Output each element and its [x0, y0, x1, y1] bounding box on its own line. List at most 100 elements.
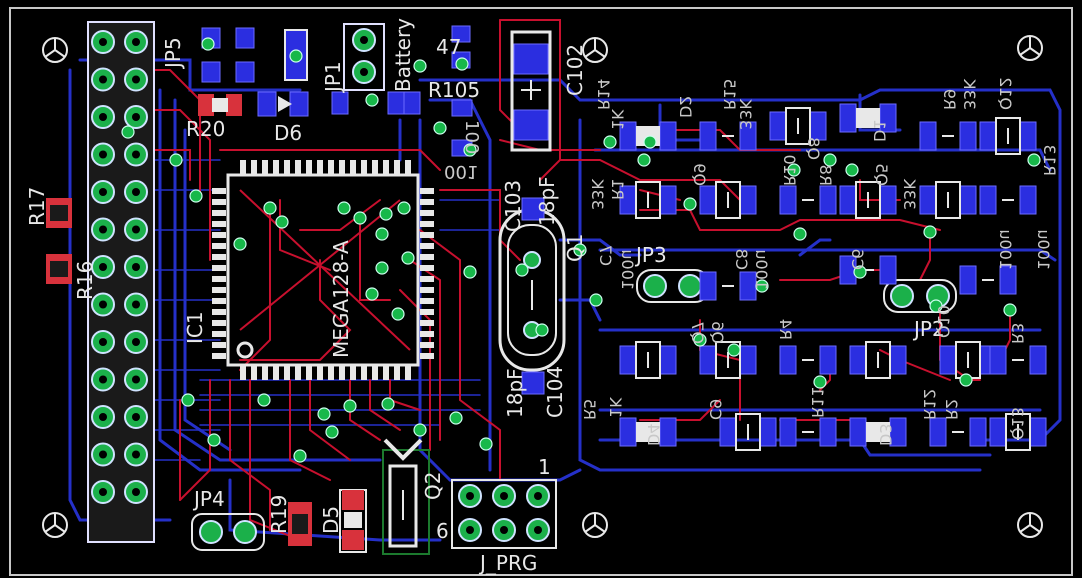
- ic-pin: [372, 160, 378, 174]
- label-jp1: JP1: [321, 61, 345, 94]
- bottom-label-r15: R15: [720, 79, 739, 110]
- via: [413, 59, 427, 73]
- via: [353, 211, 367, 225]
- label-r105: R105: [428, 78, 480, 102]
- via: [189, 189, 203, 203]
- smd-diode: [839, 103, 897, 133]
- r17-r16: [46, 198, 72, 284]
- via: [365, 287, 379, 301]
- via: [727, 343, 741, 357]
- smd-res: [989, 345, 1047, 375]
- r19-resistor: [288, 502, 312, 546]
- via: [589, 293, 603, 307]
- ic-pin: [350, 160, 356, 174]
- ic-pin: [212, 265, 226, 271]
- bottom-label-q5: Q5: [872, 163, 891, 186]
- ic-pin: [284, 160, 290, 174]
- via: [637, 153, 651, 167]
- label-q2: Q2: [421, 472, 445, 500]
- mounting-hole: [582, 512, 608, 538]
- ic-pin: [212, 298, 226, 304]
- ic-pin: [212, 276, 226, 282]
- bottom-label-d3: D3: [876, 424, 895, 447]
- smd-res: [699, 271, 757, 301]
- label-c103: C103: [501, 180, 525, 232]
- vias: [121, 37, 1041, 463]
- smd-top-left: [198, 25, 473, 157]
- via: [317, 407, 331, 421]
- via: [515, 263, 529, 277]
- smd-res: [959, 265, 1017, 295]
- ic-pin: [383, 160, 389, 174]
- ic-pin: [212, 210, 226, 216]
- label-r20: R20: [186, 117, 225, 141]
- smd-tr: [989, 413, 1047, 451]
- bottom-label-q12: Q12: [996, 77, 1015, 110]
- smd-tr: [919, 181, 977, 219]
- via: [603, 135, 617, 149]
- ic-pin: [212, 331, 226, 337]
- bottom-label-r1: R1: [608, 179, 627, 200]
- smd-tr: [839, 181, 897, 219]
- jp1-header: [343, 23, 385, 91]
- ic-pin: [420, 353, 434, 359]
- bottom-label-r33k_b: 33K: [960, 79, 979, 110]
- via: [121, 125, 135, 139]
- d5-diode: [339, 489, 367, 553]
- ic-pin: [405, 366, 411, 380]
- ic-pin: [420, 342, 434, 348]
- ic-pin: [284, 366, 290, 380]
- ic-pin: [339, 160, 345, 174]
- bottom-label-q10: Q10: [934, 305, 953, 338]
- smd-diode: [619, 121, 677, 151]
- label-d6: D6: [274, 121, 302, 145]
- bottom-label-r33k_d: 33K: [900, 179, 919, 210]
- via: [853, 265, 867, 279]
- label-18pf-b: 18pF: [503, 368, 527, 418]
- bottom-label-d4: D4: [644, 424, 663, 447]
- ic-pin: [306, 160, 312, 174]
- ic-pin: [350, 366, 356, 380]
- via: [845, 163, 859, 177]
- bottom-label-d1: D1: [870, 120, 889, 143]
- ic-pin: [420, 210, 434, 216]
- bottom-label-c7: C7: [596, 245, 615, 266]
- ic-pin: [420, 309, 434, 315]
- ic-pin: [328, 366, 334, 380]
- bottom-label-r100u_a: 100u: [618, 249, 637, 290]
- ic-pin: [212, 254, 226, 260]
- bottom-label-r100u_b: 100u: [752, 249, 771, 290]
- ic-pin: [420, 221, 434, 227]
- ic1-package: [212, 160, 434, 380]
- via: [413, 423, 427, 437]
- right-smd-parts: [619, 103, 1047, 451]
- bottom-label-q8: Q8: [804, 137, 823, 160]
- via: [823, 153, 837, 167]
- ic-pin: [420, 254, 434, 260]
- bottom-label-r100u_d: 100u: [1034, 229, 1053, 270]
- via: [787, 163, 801, 177]
- smd-res: [779, 185, 837, 215]
- smd-res: [699, 121, 757, 151]
- via: [463, 265, 477, 279]
- bottom-label-r11: R11: [808, 387, 827, 418]
- via: [455, 57, 469, 71]
- via: [181, 393, 195, 407]
- via: [275, 215, 289, 229]
- bottom-label-q13: Q13: [1008, 407, 1027, 440]
- ic-pin: [212, 243, 226, 249]
- label-jp4: JP4: [192, 487, 225, 511]
- via: [793, 227, 807, 241]
- ic-pin: [372, 366, 378, 380]
- label-r19: R19: [267, 495, 291, 534]
- bottom-label-r2: R2: [942, 399, 961, 420]
- via: [923, 225, 937, 239]
- bottom-label-c9: C9: [706, 399, 725, 420]
- smd-tr: [849, 341, 907, 379]
- ic-pin: [212, 342, 226, 348]
- ic-pin: [328, 160, 334, 174]
- via: [343, 399, 357, 413]
- via: [201, 37, 215, 51]
- bottom-label-r3: R3: [1008, 323, 1027, 344]
